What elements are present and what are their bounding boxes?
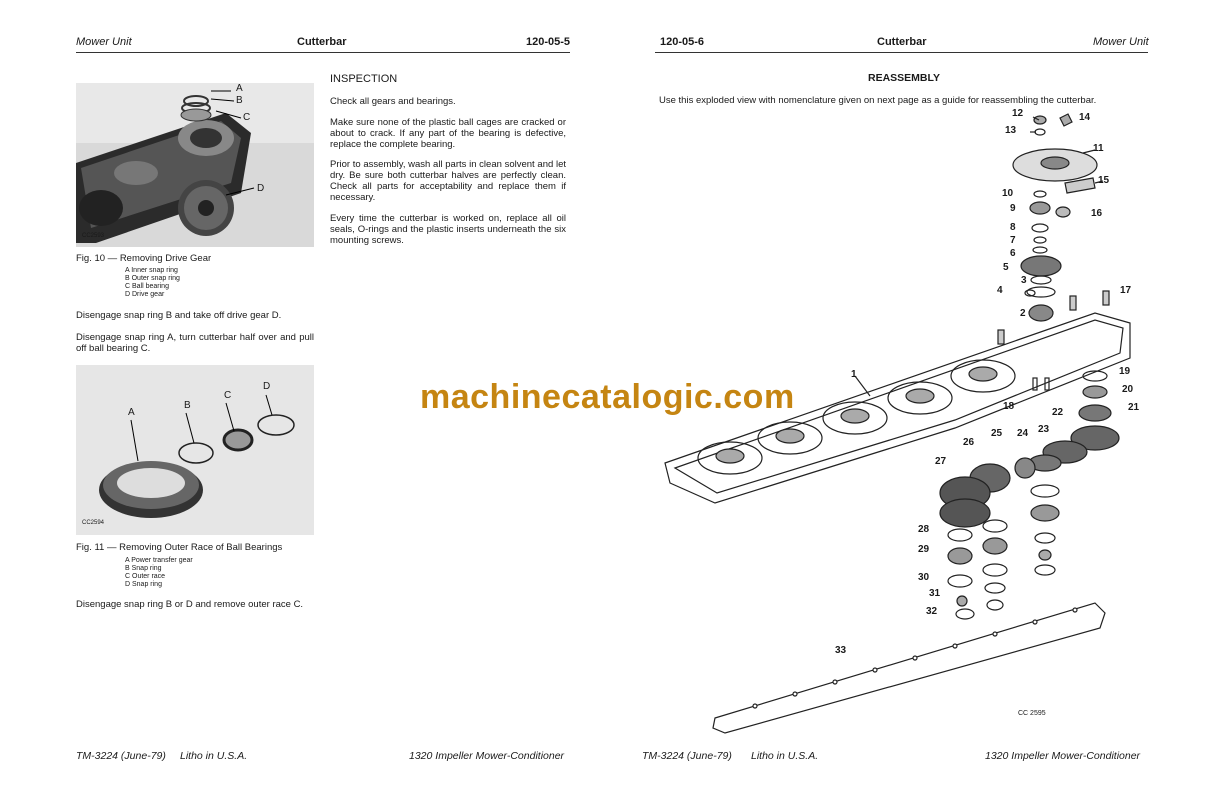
inspection-paragraph-1: Check all gears and bearings. bbox=[330, 96, 456, 107]
callout-33: 33 bbox=[835, 645, 847, 656]
callout-28: 28 bbox=[918, 524, 930, 535]
figure-code: CC 2595 bbox=[1018, 710, 1046, 717]
fig11-letter-b: B bbox=[184, 400, 191, 411]
fig11-legend-item: B Snap ring bbox=[125, 565, 162, 572]
fig10-photo-code: CC2593 bbox=[82, 233, 105, 239]
callout-15: 15 bbox=[1098, 175, 1110, 186]
callout-17: 17 bbox=[1120, 285, 1132, 296]
callout-26: 26 bbox=[963, 437, 975, 448]
fig10-legend-item: C Ball bearing bbox=[125, 283, 169, 290]
callout-21: 21 bbox=[1128, 402, 1140, 413]
watermark-text: machinecatalogic.com bbox=[420, 378, 795, 416]
callout-2: 2 bbox=[1020, 308, 1026, 319]
fig10-legend: A Inner snap ring B Outer snap ring C Ba… bbox=[125, 267, 180, 299]
callout-10: 10 bbox=[1002, 188, 1014, 199]
callout-30: 30 bbox=[918, 572, 930, 583]
fig11-letter-c: C bbox=[224, 390, 232, 401]
callout-22: 22 bbox=[1052, 407, 1064, 418]
fig10-legend-item: B Outer snap ring bbox=[125, 275, 180, 282]
fig11-photo: A B C D CC2594 bbox=[76, 365, 314, 535]
right-footer-litho: Litho in U.S.A. bbox=[751, 750, 819, 762]
fig10-letter-c: C bbox=[243, 112, 251, 123]
callout-20: 20 bbox=[1122, 384, 1134, 395]
callout-23: 23 bbox=[1038, 424, 1050, 435]
right-footer-product: 1320 Impeller Mower-Conditioner bbox=[985, 750, 1141, 762]
callout-18: 18 bbox=[1003, 401, 1015, 412]
right-footer-doc-id: TM-3224 (June-79) bbox=[642, 750, 732, 762]
inspection-paragraph-3: Prior to assembly, wash all parts in cle… bbox=[330, 159, 566, 203]
left-header-title: Cutterbar bbox=[297, 36, 347, 48]
fig11-caption: Fig. 11 — Removing Outer Race of Ball Be… bbox=[76, 542, 283, 553]
paragraph-disengage-a: Disengage snap ring A, turn cutterbar ha… bbox=[76, 332, 314, 354]
callout-6: 6 bbox=[1010, 248, 1016, 259]
left-header-section: Mower Unit bbox=[76, 36, 132, 48]
fig10-legend-item: A Inner snap ring bbox=[125, 267, 178, 274]
fig10-caption: Fig. 10 — Removing Drive Gear bbox=[76, 253, 212, 264]
callout-16: 16 bbox=[1091, 208, 1103, 219]
callout-29: 29 bbox=[918, 544, 930, 555]
inspection-paragraph-2: Make sure none of the plastic ball cages… bbox=[330, 117, 566, 150]
callout-8: 8 bbox=[1010, 222, 1016, 233]
fig11-letter-a: A bbox=[128, 407, 135, 418]
paragraph-disengage-bd: Disengage snap ring B or D and remove ou… bbox=[76, 599, 304, 610]
fig11-photo-code: CC2594 bbox=[82, 520, 105, 526]
fig11-legend: A Power transfer gear B Snap ring C Oute… bbox=[125, 557, 193, 589]
callout-19: 19 bbox=[1119, 366, 1131, 377]
callout-5: 5 bbox=[1003, 262, 1009, 273]
callout-31: 31 bbox=[929, 588, 941, 599]
left-header-rule bbox=[76, 52, 570, 53]
callout-25: 25 bbox=[991, 428, 1003, 439]
left-footer-doc-id: TM-3224 (June-79) bbox=[76, 750, 166, 762]
inspection-heading: INSPECTION bbox=[330, 73, 398, 85]
fig10-letter-d: D bbox=[257, 183, 265, 194]
inspection-paragraph-4: Every time the cutterbar is worked on, r… bbox=[330, 213, 566, 246]
callout-13: 13 bbox=[1005, 125, 1017, 136]
callout-14: 14 bbox=[1079, 112, 1091, 123]
callout-27: 27 bbox=[935, 456, 947, 467]
callout-1: 1 bbox=[851, 369, 857, 380]
left-footer-litho: Litho in U.S.A. bbox=[180, 750, 248, 762]
right-header-title: Cutterbar bbox=[877, 36, 927, 48]
reassembly-intro: Use this exploded view with nomenclature… bbox=[659, 95, 1097, 106]
left-header-page-number: 120-05-5 bbox=[526, 36, 571, 48]
right-header-section: Mower Unit bbox=[1093, 36, 1149, 48]
callout-3: 3 bbox=[1021, 275, 1027, 286]
fig11-legend-item: D Snap ring bbox=[125, 581, 162, 588]
callout-12: 12 bbox=[1012, 108, 1024, 119]
exploded-view-drawing bbox=[664, 113, 1131, 734]
fig10-legend-item: D Drive gear bbox=[125, 291, 165, 298]
callout-7: 7 bbox=[1010, 235, 1016, 246]
callout-11: 11 bbox=[1093, 143, 1104, 154]
callout-9: 9 bbox=[1010, 203, 1016, 214]
fig11-illustration bbox=[76, 365, 314, 535]
right-header-rule bbox=[655, 52, 1148, 53]
fig10-letter-b: B bbox=[236, 95, 243, 106]
fig10-letter-a: A bbox=[236, 83, 243, 94]
right-header-page-number: 120-05-6 bbox=[660, 36, 705, 48]
paragraph-disengage-b: Disengage snap ring B and take off drive… bbox=[76, 310, 282, 321]
fig11-legend-item: A Power transfer gear bbox=[125, 557, 193, 564]
callout-24: 24 bbox=[1017, 428, 1029, 439]
reassembly-heading: REASSEMBLY bbox=[868, 72, 940, 84]
callout-4: 4 bbox=[997, 285, 1003, 296]
left-footer-product: 1320 Impeller Mower-Conditioner bbox=[409, 750, 565, 762]
fig10-illustration bbox=[76, 83, 314, 247]
fig10-photo: A B C D CC2593 bbox=[76, 83, 314, 247]
fig11-letter-d: D bbox=[263, 381, 271, 392]
fig11-legend-item: C Outer race bbox=[125, 573, 166, 580]
callout-32: 32 bbox=[926, 606, 938, 617]
